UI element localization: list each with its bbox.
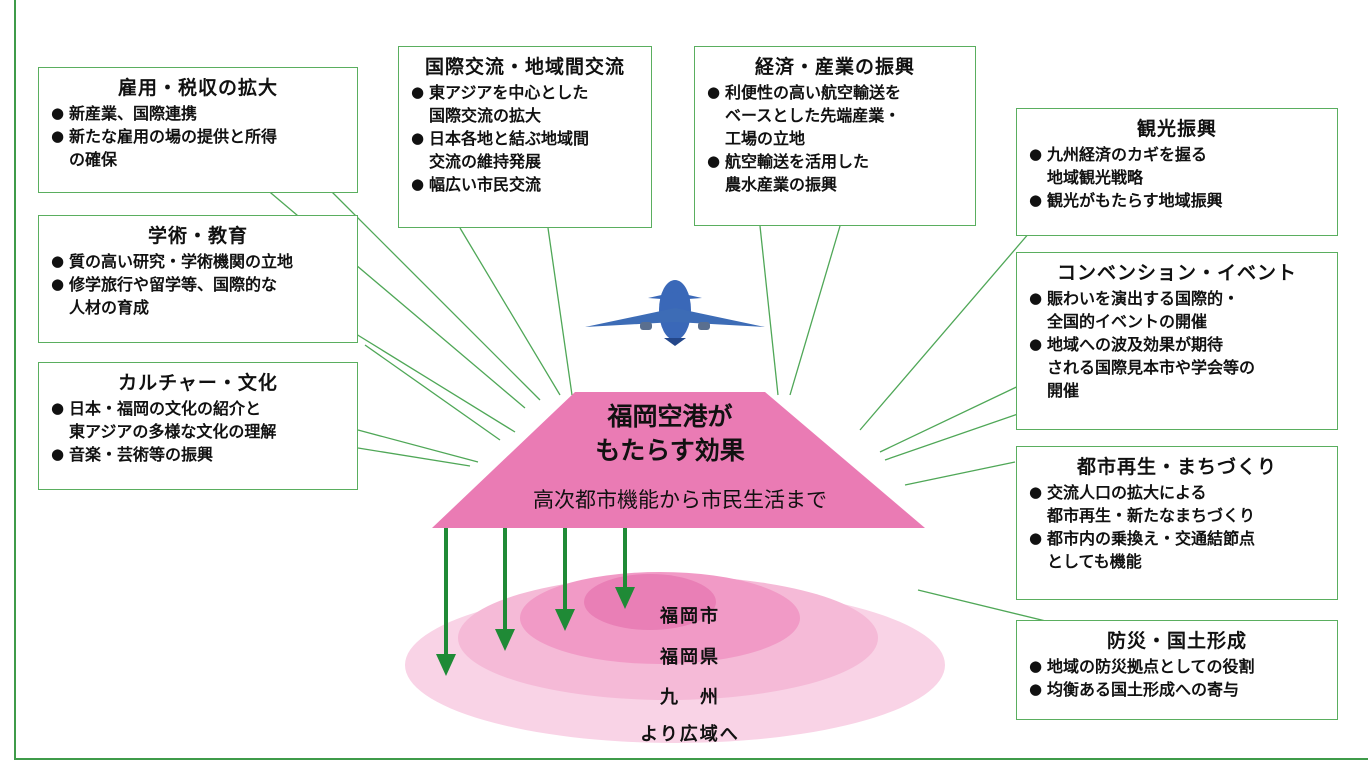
box-convention: コンベンション・イベント 賑わいを演出する国際的・ 全国的イベントの開催 地域へ… bbox=[1016, 252, 1338, 430]
frame-left-border bbox=[14, 0, 16, 760]
ring-label-fukuoka-city: 福岡市 bbox=[660, 606, 720, 627]
box-item: 新産業、国際連携 bbox=[51, 102, 345, 125]
connector-lines bbox=[264, 187, 1059, 625]
box-item: 東アジアを中心とした 国際交流の拡大 bbox=[411, 81, 639, 127]
box-title: 都市再生・まちづくり bbox=[1076, 456, 1277, 478]
box-item: 地域への波及効果が期待 される国際見本市や学会等の 開催 bbox=[1029, 333, 1325, 402]
box-item: 幅広い市民交流 bbox=[411, 173, 639, 196]
box-item: 新たな雇用の場の提供と所得 の確保 bbox=[51, 125, 345, 171]
box-item: 観光がもたらす地域振興 bbox=[1029, 189, 1325, 212]
hub-trapezoid bbox=[432, 392, 925, 528]
box-culture: カルチャー・文化 日本・福岡の文化の紹介と 東アジアの多様な文化の理解 音楽・芸… bbox=[38, 362, 358, 490]
box-title: 学術・教育 bbox=[147, 225, 248, 247]
box-title: 経済・産業の振興 bbox=[754, 56, 915, 78]
frame-bottom-border bbox=[14, 758, 1368, 760]
ring-label-wider: より広域へ bbox=[640, 724, 740, 745]
box-item: 航空輸送を活用した 農水産業の振興 bbox=[707, 150, 963, 196]
hub-subtitle: 高次都市機能から市民生活まで bbox=[533, 488, 827, 512]
box-item: 利便性の高い航空輸送を ベースとした先端産業・ 工場の立地 bbox=[707, 81, 963, 150]
box-title: 雇用・税収の拡大 bbox=[117, 77, 278, 99]
box-title: 国際交流・地域間交流 bbox=[424, 56, 625, 78]
box-item: 日本各地と結ぶ地域間 交流の維持発展 bbox=[411, 127, 639, 173]
hub-title-line1: 福岡空港が bbox=[607, 402, 733, 431]
box-item: 質の高い研究・学術機関の立地 bbox=[51, 250, 345, 273]
hub-title: 福岡空港が もたらす効果 bbox=[560, 400, 780, 468]
box-academic: 学術・教育 質の高い研究・学術機関の立地 修学旅行や留学等、国際的な 人材の育成 bbox=[38, 215, 358, 343]
box-economy: 経済・産業の振興 利便性の高い航空輸送を ベースとした先端産業・ 工場の立地 航… bbox=[694, 46, 976, 226]
box-tourism: 観光振興 九州経済のカギを握る 地域観光戦略 観光がもたらす地域振興 bbox=[1016, 108, 1338, 236]
ring-label-kyushu: 九 州 bbox=[660, 687, 720, 708]
box-title: 防災・国土形成 bbox=[1106, 630, 1247, 652]
box-item: 修学旅行や留学等、国際的な 人材の育成 bbox=[51, 273, 345, 319]
box-item: 地域の防災拠点としての役割 bbox=[1029, 655, 1325, 678]
box-item: 交流人口の拡大による 都市再生・新たなまちづくり bbox=[1029, 481, 1325, 527]
box-disaster: 防災・国土形成 地域の防災拠点としての役割 均衡ある国土形成への寄与 bbox=[1016, 620, 1338, 720]
hub-title-line2: もたらす効果 bbox=[595, 436, 745, 465]
box-title: 観光振興 bbox=[1136, 118, 1217, 140]
box-urban: 都市再生・まちづくり 交流人口の拡大による 都市再生・新たなまちづくり 都市内の… bbox=[1016, 446, 1338, 600]
box-item: 音楽・芸術等の振興 bbox=[51, 443, 345, 466]
airplane-icon bbox=[585, 280, 765, 346]
box-exchange: 国際交流・地域間交流 東アジアを中心とした 国際交流の拡大 日本各地と結ぶ地域間… bbox=[398, 46, 652, 228]
impact-arrows bbox=[436, 528, 635, 676]
box-item: 九州経済のカギを握る 地域観光戦略 bbox=[1029, 143, 1325, 189]
box-title: コンベンション・イベント bbox=[1056, 262, 1297, 284]
box-item: 賑わいを演出する国際的・ 全国的イベントの開催 bbox=[1029, 287, 1325, 333]
ring-label-fukuoka-pref: 福岡県 bbox=[660, 647, 720, 668]
box-item: 都市内の乗換え・交通結節点 としても機能 bbox=[1029, 527, 1325, 573]
box-title: カルチャー・文化 bbox=[118, 372, 278, 394]
box-employment: 雇用・税収の拡大 新産業、国際連携 新たな雇用の場の提供と所得 の確保 bbox=[38, 67, 358, 193]
box-item: 日本・福岡の文化の紹介と 東アジアの多様な文化の理解 bbox=[51, 397, 345, 443]
box-item: 均衡ある国土形成への寄与 bbox=[1029, 678, 1325, 701]
